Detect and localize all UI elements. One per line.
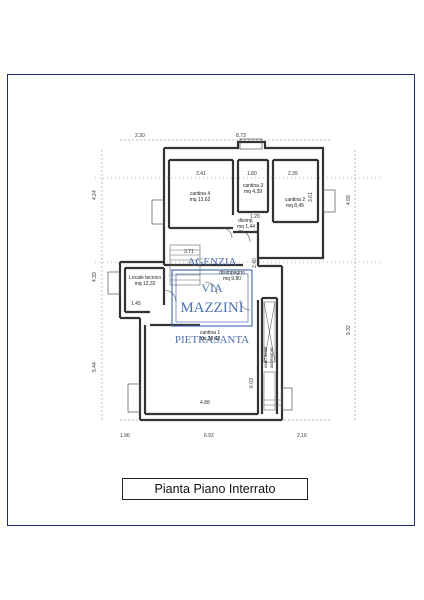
room-cantina1-name: cantina 1 xyxy=(200,330,221,336)
dim-right-upper: 4.59 xyxy=(346,195,352,205)
dimension-labels: 2.30 8.73 3.41 1.80 2.35 3.71 1.45 4.88 … xyxy=(92,133,352,439)
dim-cantina2-h: 3.61 xyxy=(308,192,314,202)
plan-caption: Pianta Piano Interrato xyxy=(122,478,308,500)
dim-left-bottom: 5.44 xyxy=(92,362,98,372)
dim-left-lower: 4.33 xyxy=(92,272,98,282)
dim-cantina1-h: 6.03 xyxy=(249,378,255,388)
room-disimp1-name: disimp. xyxy=(238,218,254,224)
room-cantina3-area: mq 4,39 xyxy=(244,189,262,195)
room-vano-name: vano scale xyxy=(263,346,268,368)
room-cantina3-name: cantina 3 xyxy=(243,183,264,189)
drawing-frame xyxy=(7,74,415,526)
dim-disimpegno-d: 2.40 xyxy=(252,258,258,268)
windows xyxy=(107,138,336,413)
dim-cantina1-w: 4.88 xyxy=(200,400,210,406)
plan-caption-text: Pianta Piano Interrato xyxy=(154,482,276,496)
dim-bottom-mid: 6.92 xyxy=(204,433,214,439)
room-tecnico-name: Locale tecnico xyxy=(129,275,161,281)
dim-bottom-left: 1.96 xyxy=(120,433,130,439)
watermark-line2: VIA xyxy=(201,281,223,295)
agency-watermark: AGENZIA VIA MAZZINI PIETRASANTA xyxy=(171,256,253,346)
room-disimp1-area: mq 1,44 xyxy=(237,224,255,230)
dim-cantina2-w: 2.35 xyxy=(288,171,298,177)
dim-cantina3-w: 1.80 xyxy=(247,171,257,177)
watermark-line4: PIETRASANTA xyxy=(175,334,249,346)
watermark-line1: AGENZIA xyxy=(188,256,237,268)
room-tecnico-area: mq 12,32 xyxy=(135,281,156,287)
room-cantina2-area: mq 8,45 xyxy=(286,203,304,209)
stairs xyxy=(169,244,282,411)
dim-right-lower: 9.32 xyxy=(346,325,352,335)
room-cantina1-area: mq 28,48 xyxy=(200,336,221,342)
doors xyxy=(163,227,251,311)
dim-tecnico-w: 3.71 xyxy=(184,249,194,255)
room-cantina4-name: cantina 4 xyxy=(190,191,211,197)
dim-top-left: 2.30 xyxy=(135,133,145,139)
room-labels: cantina 4 mq 13,62 cantina 3 mq 4,39 can… xyxy=(129,183,305,368)
room-cantina2-name: cantina 2 xyxy=(285,197,306,203)
room-vano-sub: ascensore xyxy=(269,347,274,368)
dim-bottom-right: 2.16 xyxy=(297,433,307,439)
room-cantina4-area: mq 13,62 xyxy=(190,197,211,203)
dim-left-upper: 4.24 xyxy=(92,190,98,200)
room-disimp2-name: disimpegno xyxy=(219,270,245,276)
dim-ripostiglio-w: 1.20 xyxy=(250,214,260,220)
room-disimp2-area: mq 9,80 xyxy=(223,276,241,282)
watermark-line3: MAZZINI xyxy=(180,300,243,316)
dim-cantina4-w: 3.41 xyxy=(196,171,206,177)
dim-tecnico-small: 1.45 xyxy=(131,301,141,307)
dim-top-mid: 8.73 xyxy=(236,133,246,139)
